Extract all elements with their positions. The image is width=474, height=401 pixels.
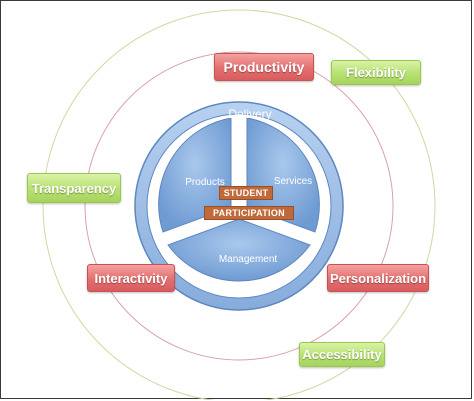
segment-management-label: Management (219, 254, 278, 265)
tag-personalization: Personalization (327, 264, 429, 292)
band-participation: PARTICIPATION (204, 206, 294, 220)
segment-management (167, 218, 311, 282)
segment-services-label: Services (274, 176, 312, 187)
tag-transparency: Transparency (27, 173, 121, 203)
segment-products-label: Products (185, 177, 224, 188)
tag-accessibility: Accessibility (299, 342, 385, 367)
band-student: STUDENT (219, 186, 273, 200)
delivery-label: Delivery (228, 107, 271, 121)
tag-productivity: Productivity (214, 53, 314, 81)
outer-circle (42, 9, 436, 400)
tag-interactivity: Interactivity (87, 264, 175, 292)
tag-flexibility: Flexibility (331, 60, 421, 85)
inner-circle (84, 51, 394, 361)
segment-products (158, 117, 232, 233)
segment-services (246, 117, 320, 233)
